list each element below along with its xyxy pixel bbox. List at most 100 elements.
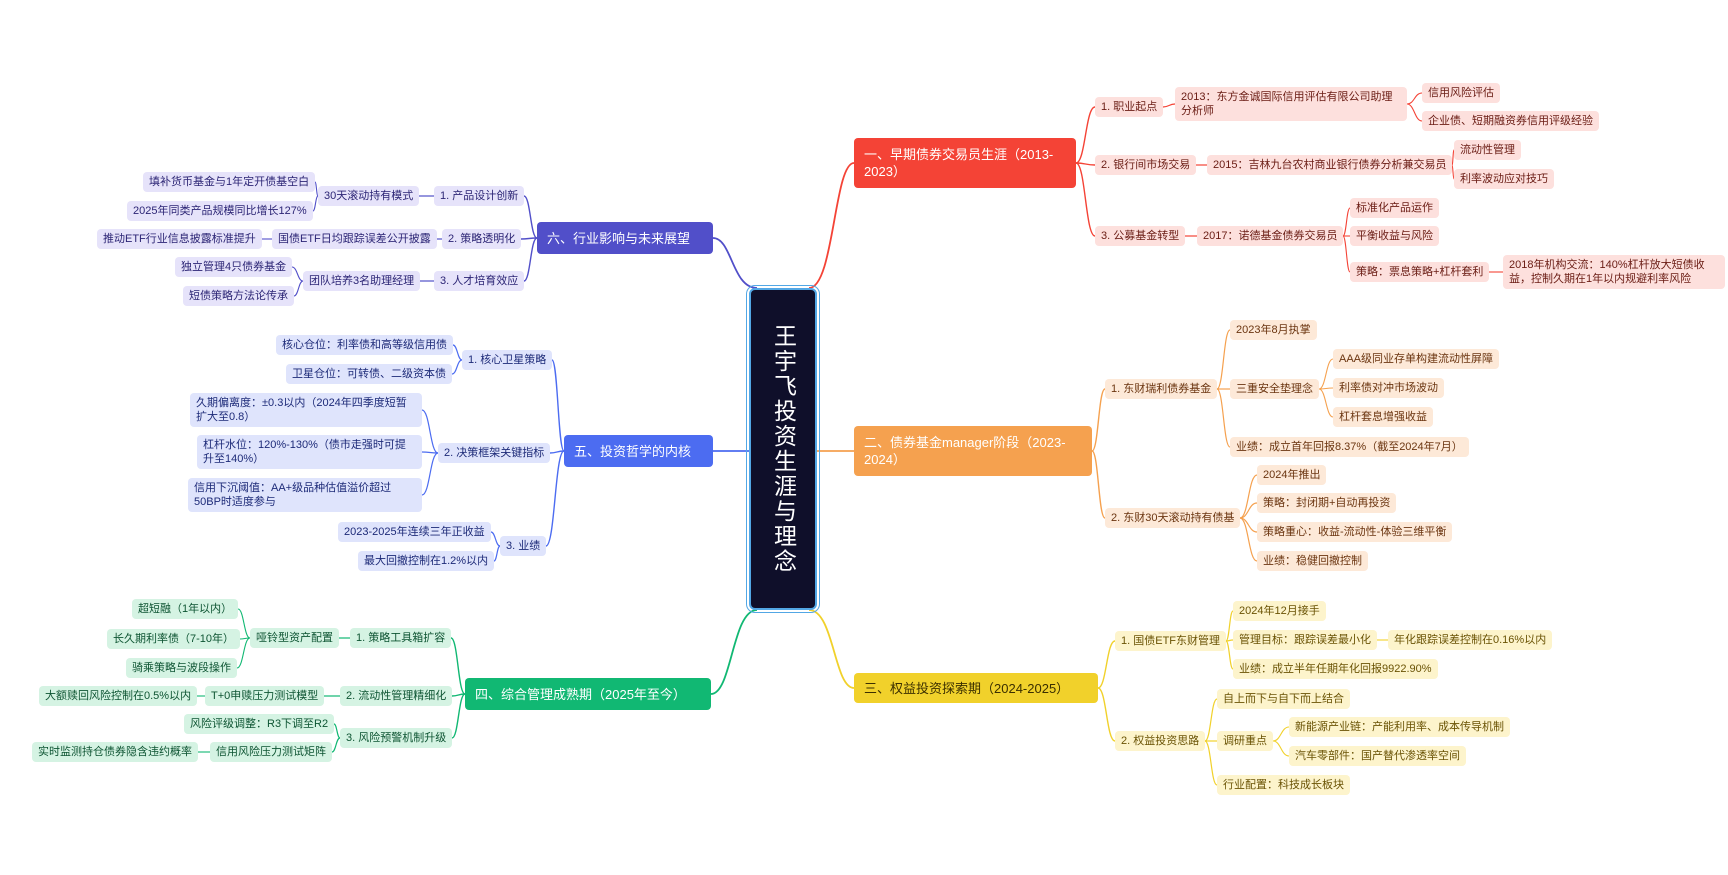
b6-s1-g1[interactable]: 填补货币基金与1年定开债基空白 — [143, 172, 316, 192]
b1-s2-g1[interactable]: 流动性管理 — [1454, 140, 1521, 160]
b5-s1-c2[interactable]: 卫星仓位：可转债、二级资本债 — [286, 364, 452, 384]
b3-s2-g1[interactable]: 新能源产业链：产能利用率、成本传导机制 — [1289, 717, 1510, 737]
b6-s3-g1[interactable]: 独立管理4只债券基金 — [175, 257, 293, 277]
b6-s1-label[interactable]: 1. 产品设计创新 — [434, 186, 525, 206]
b5-s1-label[interactable]: 1. 核心卫星策略 — [462, 350, 553, 370]
b3-s1-c1[interactable]: 2024年12月接手 — [1233, 601, 1326, 621]
connector-line — [291, 266, 304, 282]
b4-s1-g1[interactable]: 超短融（1年以内） — [132, 599, 239, 619]
b5-s1-c1[interactable]: 核心仓位：利率债和高等级信用债 — [276, 335, 453, 355]
b5-s2-label[interactable]: 2. 决策框架关键指标 — [438, 443, 551, 463]
b4-s1-label[interactable]: 1. 策略工具箱扩容 — [350, 628, 452, 648]
branch-connector — [808, 609, 855, 689]
branch-1-title[interactable]: 一、早期债券交易员生涯（2013-2023） — [854, 138, 1076, 188]
connector-line — [490, 531, 501, 547]
branch-connector — [710, 609, 758, 695]
b2-s1-c1[interactable]: 2023年8月执掌 — [1230, 320, 1317, 340]
connector-line — [1239, 502, 1258, 519]
connector-line — [551, 359, 565, 452]
connector-line — [236, 637, 251, 669]
b2-s2-label[interactable]: 2. 东财30天滚动持有债基 — [1105, 508, 1241, 528]
b1-s3-g3[interactable]: 策略：票息策略+杠杆套利 — [1350, 262, 1490, 282]
b6-s1-c1[interactable]: 30天滚动持有模式 — [318, 186, 420, 206]
b1-s1-g2[interactable]: 企业债、短期融资券信用评级经验 — [1422, 111, 1599, 131]
connector-line — [1075, 162, 1096, 166]
b3-s1-g1[interactable]: 年化跟踪误差控制在0.16%以内 — [1388, 630, 1553, 650]
b1-s1-c1[interactable]: 2013：东方金诚国际信用评估有限公司助理分析师 — [1175, 87, 1407, 121]
b6-s2-g1[interactable]: 推动ETF行业信息披露标准提升 — [97, 229, 262, 249]
b1-s3-g1[interactable]: 标准化产品运作 — [1350, 198, 1439, 218]
b5-s2-c2[interactable]: 杠杆水位：120%-130%（债市走强时可提升至140%） — [197, 435, 422, 469]
b3-s2-c1[interactable]: 自上而下与自下而上结合 — [1217, 689, 1350, 709]
b3-s2-c2[interactable]: 调研重点 — [1217, 731, 1273, 751]
b2-s1-c2[interactable]: 三重安全垫理念 — [1230, 379, 1319, 399]
b1-s1-g1[interactable]: 信用风险评估 — [1422, 83, 1500, 103]
b6-s3-label[interactable]: 3. 人才培育效应 — [434, 271, 525, 291]
b6-s2-c1[interactable]: 国债ETF日均跟踪误差公开披露 — [272, 229, 437, 249]
central-topic[interactable]: 王宇飞投资生涯与理念 — [746, 285, 820, 613]
b2-s2-c3[interactable]: 策略重心：收益-流动性-体验三维平衡 — [1257, 522, 1453, 542]
b2-s2-c2[interactable]: 策略：封闭期+自动再投资 — [1257, 493, 1397, 513]
b1-s3-g3a[interactable]: 2018年机构交流：140%杠杆放大短债收益，控制久期在1年以内规避利率风险 — [1503, 255, 1725, 289]
b4-s2-g1[interactable]: 大额赎回风险控制在0.5%以内 — [39, 686, 198, 706]
b4-s1-g2[interactable]: 长久期利率债（7-10年） — [107, 629, 241, 649]
b6-s3-c1[interactable]: 团队培养3名助理经理 — [303, 271, 421, 291]
connector-line — [1318, 358, 1334, 390]
b1-s2-g2[interactable]: 利率波动应对技巧 — [1454, 169, 1554, 189]
b2-s1-c3[interactable]: 业绩：成立首年回报8.37%（截至2024年7月） — [1230, 437, 1469, 457]
branch-6-title[interactable]: 六、行业影响与未来展望 — [537, 222, 713, 254]
branch-connector — [712, 237, 758, 289]
b2-s1-g1[interactable]: AAA级同业存单构建流动性屏障 — [1333, 349, 1500, 369]
connector-line — [1225, 610, 1234, 642]
b2-s1-label[interactable]: 1. 东财瑞利债券基金 — [1105, 379, 1218, 399]
b2-s2-c4[interactable]: 业绩：稳健回撤控制 — [1257, 551, 1368, 571]
b5-s3-c2[interactable]: 最大回撤控制在1.2%以内 — [358, 551, 495, 571]
b3-s1-c2[interactable]: 管理目标：跟踪误差最小化 — [1233, 630, 1377, 650]
connector-line — [1091, 388, 1106, 452]
b1-s1-label[interactable]: 1. 职业起点 — [1095, 97, 1164, 117]
b4-s3-c1[interactable]: 风险评级调整：R3下调至R2 — [184, 714, 335, 734]
b5-s3-label[interactable]: 3. 业绩 — [500, 536, 547, 556]
b2-s1-g3[interactable]: 杠杆套息增强收益 — [1333, 407, 1433, 427]
connector-line — [1239, 517, 1258, 562]
branch-3-title[interactable]: 三、权益投资探索期（2024-2025） — [854, 673, 1098, 703]
b1-s3-g2[interactable]: 平衡收益与风险 — [1350, 226, 1439, 246]
b2-s1-g2[interactable]: 利率债对冲市场波动 — [1333, 378, 1444, 398]
b6-s1-g2[interactable]: 2025年同类产品规模同比增长127% — [127, 201, 313, 221]
connector-line — [1204, 740, 1218, 786]
connector-line — [312, 195, 319, 212]
branch-2-title[interactable]: 二、债券基金manager阶段（2023-2024） — [854, 426, 1092, 476]
b4-s2-label[interactable]: 2. 流动性管理精细化 — [340, 686, 453, 706]
connector-line — [1318, 388, 1334, 418]
b4-s1-g3[interactable]: 骑乘策略与波段操作 — [126, 658, 237, 678]
b4-s2-c1[interactable]: T+0申赎压力测试模型 — [205, 686, 325, 706]
b5-s3-c1[interactable]: 2023-2025年连续三年正收益 — [338, 522, 491, 542]
b1-s3-label[interactable]: 3. 公募基金转型 — [1095, 226, 1186, 246]
connector-line — [1342, 235, 1351, 273]
connector-line — [1075, 106, 1096, 164]
connector-line — [1272, 740, 1290, 757]
b3-s1-label[interactable]: 1. 国债ETF东财管理 — [1115, 631, 1227, 651]
b3-s1-c3[interactable]: 业绩：成立半年任期年化回报9922.90% — [1233, 659, 1438, 679]
branch-5-title[interactable]: 五、投资哲学的内核 — [564, 435, 713, 467]
b6-s3-g2[interactable]: 短债策略方法论传承 — [183, 286, 294, 306]
connector-line — [1097, 687, 1116, 742]
b2-s2-c1[interactable]: 2024年推出 — [1257, 465, 1327, 485]
b5-s2-c1[interactable]: 久期偏离度：±0.3以内（2024年四季度短暂扩大至0.8） — [190, 393, 422, 427]
branch-4-title[interactable]: 四、综合管理成熟期（2025年至今） — [465, 678, 711, 710]
b1-s2-c1[interactable]: 2015：吉林九台农村商业银行债券分析兼交易员 — [1207, 155, 1453, 175]
connector-line — [1091, 450, 1106, 519]
b4-s3-g1[interactable]: 实时监测持仓债券隐含违约概率 — [32, 742, 198, 762]
b1-s3-c1[interactable]: 2017：诺德基金债券交易员 — [1197, 226, 1344, 246]
connector-line — [450, 637, 466, 695]
b3-s2-c3[interactable]: 行业配置：科技成长板块 — [1217, 775, 1350, 795]
b6-s2-label[interactable]: 2. 策略透明化 — [442, 229, 522, 249]
b1-s2-label[interactable]: 2. 银行间市场交易 — [1095, 155, 1197, 175]
b4-s3-label[interactable]: 3. 风险预警机制升级 — [340, 728, 453, 748]
b5-s2-c3[interactable]: 信用下沉阈值：AA+级品种估值溢价超过50BP时适度参与 — [188, 478, 422, 512]
connector-line — [331, 737, 341, 753]
b3-s2-label[interactable]: 2. 权益投资思路 — [1115, 731, 1206, 751]
b4-s3-c2[interactable]: 信用风险压力测试矩阵 — [210, 742, 332, 762]
b3-s2-g2[interactable]: 汽车零部件：国产替代渗透率空间 — [1289, 746, 1466, 766]
b4-s1-c1[interactable]: 哑铃型资产配置 — [250, 628, 339, 648]
